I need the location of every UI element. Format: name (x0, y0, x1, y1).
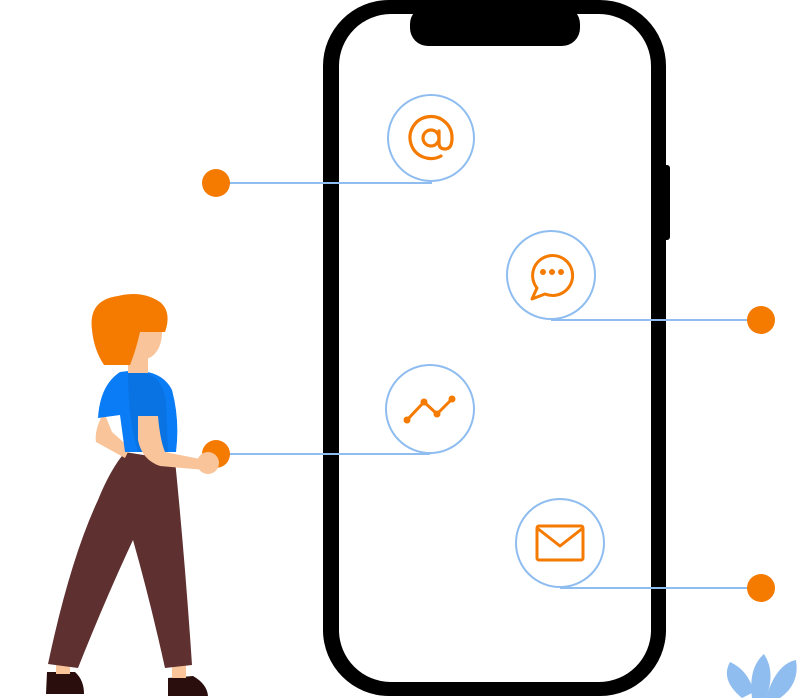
plant-decoration (726, 654, 797, 698)
smartphone (323, 0, 670, 696)
connector-dot-top-right (747, 306, 775, 334)
connector-dot-top-left (202, 169, 230, 197)
pants (48, 452, 192, 668)
phone-screen (339, 14, 651, 682)
hair (91, 294, 168, 365)
phone-notch (410, 6, 580, 46)
right-shoe (168, 676, 208, 696)
trend-line-icon (385, 364, 475, 454)
at-sign-icon (387, 94, 475, 182)
connector-dots (202, 169, 775, 602)
envelope-icon (515, 498, 605, 588)
left-shoe (46, 672, 84, 694)
chat-bubble-icon (506, 230, 596, 320)
person-figure (46, 294, 219, 696)
connectors (216, 182, 760, 589)
connector-dot-bottom-right (747, 574, 775, 602)
